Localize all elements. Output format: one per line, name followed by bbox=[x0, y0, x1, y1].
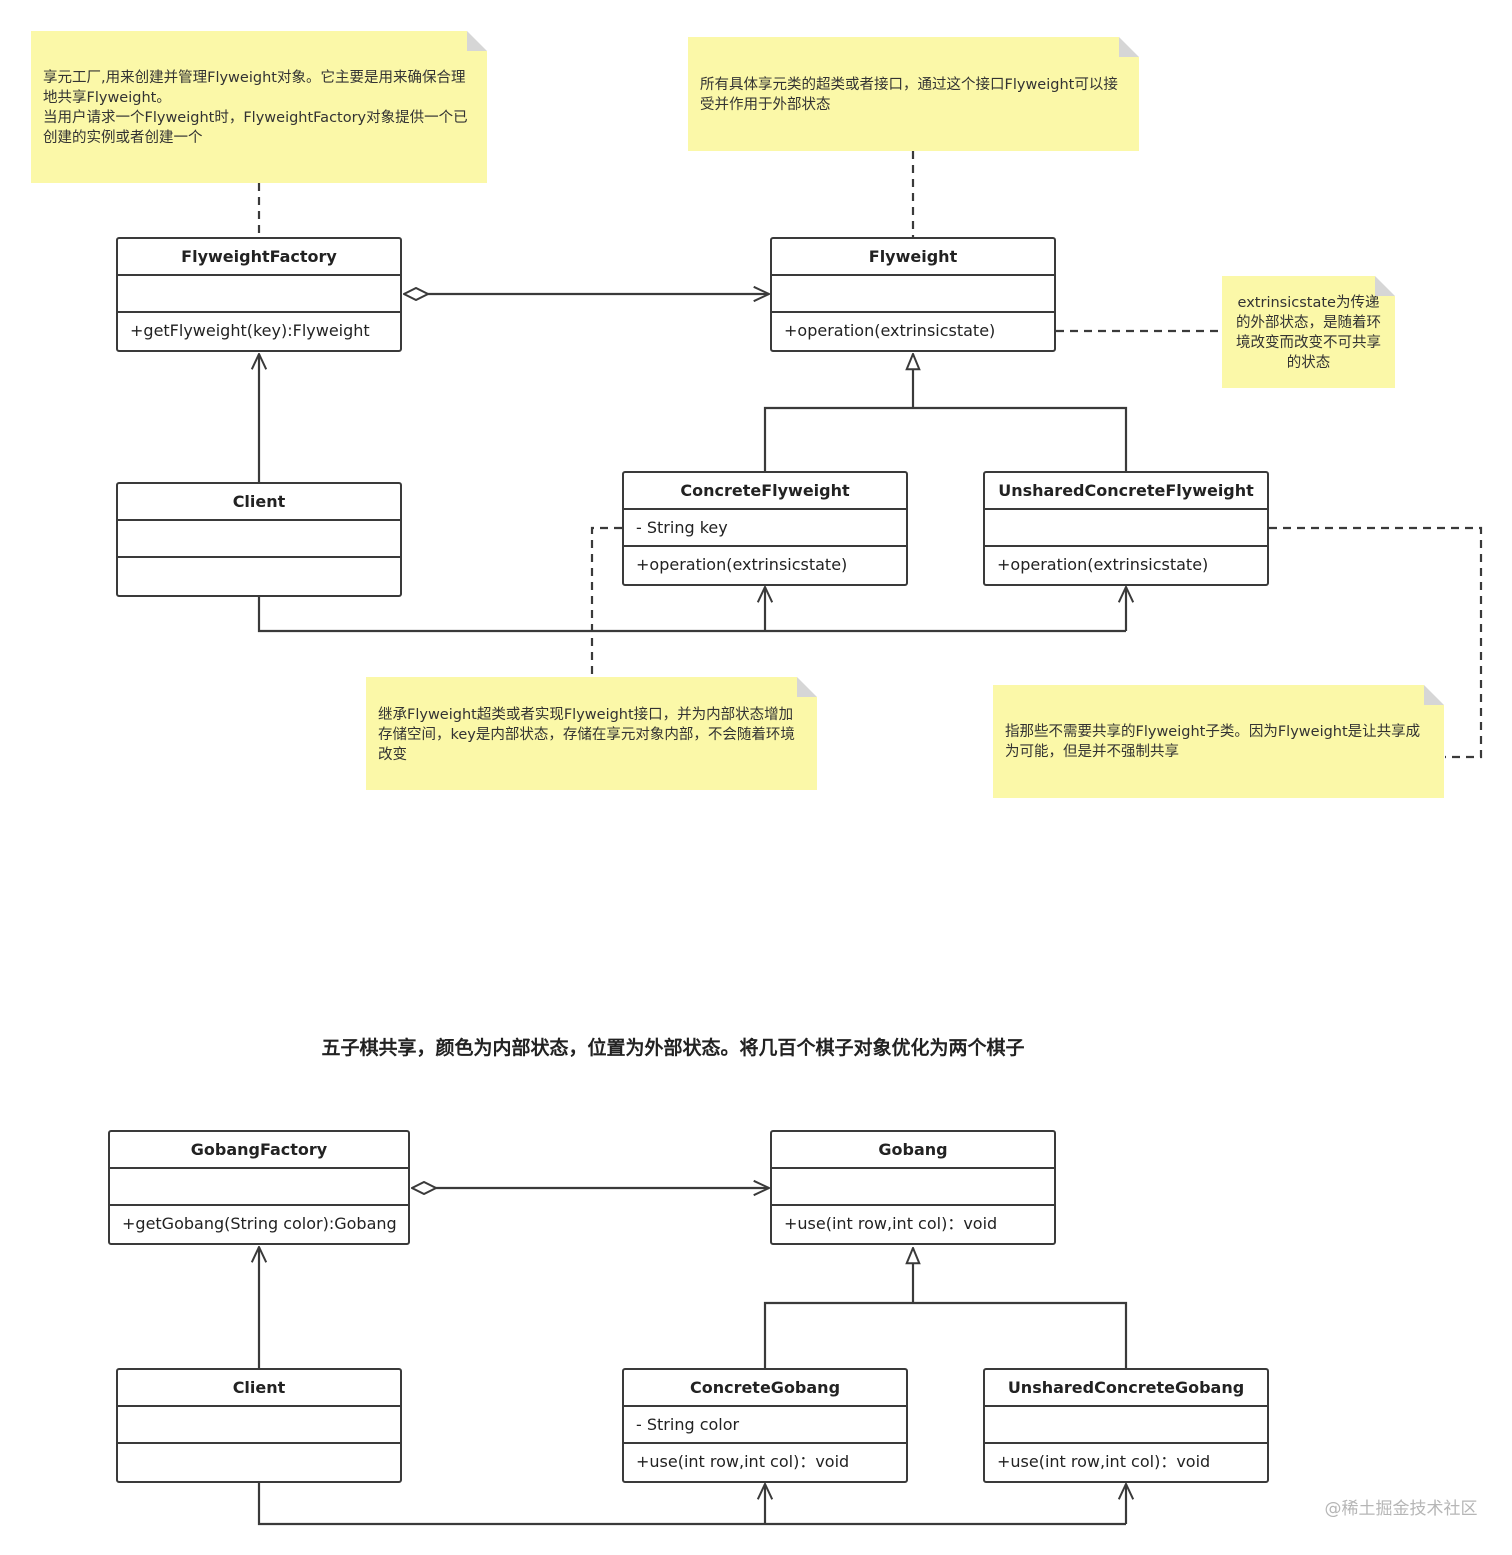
class-methods: +getGobang(String color):Gobang bbox=[122, 1214, 397, 1233]
class-attributes bbox=[985, 1407, 1267, 1444]
class-attributes: - String key bbox=[624, 510, 906, 547]
class-name: Client bbox=[118, 484, 400, 521]
class-methods: +getFlyweight(key):Flyweight bbox=[130, 321, 370, 340]
generalization-branches-2 bbox=[763, 1301, 1128, 1368]
note-concrete-flyweight: 继承Flyweight超类或者实现Flyweight接口，并为内部状态增加存储空… bbox=[366, 677, 817, 790]
section-heading: 五子棋共享，颜色为内部状态，位置为外部状态。将几百个棋子对象优化为两个棋子 bbox=[321, 1037, 1025, 1059]
class-unshared-concrete-gobang[interactable]: UnsharedConcreteGobang +use(int row,int … bbox=[983, 1368, 1269, 1483]
class-methods: +operation(extrinsicstate) bbox=[997, 555, 1209, 574]
class-attributes bbox=[118, 1407, 400, 1444]
note-flyweight-factory: 享元工厂,用来创建并管理Flyweight对象。它主要是用来确保合理地共享Fly… bbox=[31, 31, 487, 183]
note-flyweight: 所有具体享元类的超类或者接口，通过这个接口Flyweight可以接受并作用于外部… bbox=[688, 37, 1139, 151]
class-methods bbox=[118, 558, 400, 595]
class-attributes bbox=[110, 1169, 408, 1206]
class-attributes bbox=[772, 276, 1054, 313]
class-name: Gobang bbox=[772, 1132, 1054, 1169]
class-concrete-flyweight[interactable]: ConcreteFlyweight - String key +operatio… bbox=[622, 471, 908, 586]
note-link-concrete bbox=[590, 526, 622, 677]
watermark: @稀土掘金技术社区 bbox=[1324, 1499, 1478, 1519]
class-attributes bbox=[985, 510, 1267, 547]
class-gobang[interactable]: Gobang +use(int row,int col)：void bbox=[770, 1130, 1056, 1245]
class-unshared-concrete-flyweight[interactable]: UnsharedConcreteFlyweight +operation(ext… bbox=[983, 471, 1269, 586]
class-methods bbox=[118, 1444, 400, 1481]
class-name: FlyweightFactory bbox=[118, 239, 400, 276]
class-name: Flyweight bbox=[772, 239, 1054, 276]
class-name: UnsharedConcreteFlyweight bbox=[985, 473, 1267, 510]
class-attributes bbox=[118, 521, 400, 558]
class-methods: +operation(extrinsicstate) bbox=[636, 555, 848, 574]
class-name: UnsharedConcreteGobang bbox=[985, 1370, 1267, 1407]
generalization-branches bbox=[763, 406, 1128, 471]
class-methods: +operation(extrinsicstate) bbox=[784, 321, 996, 340]
class-attributes bbox=[118, 276, 400, 313]
class-attributes bbox=[772, 1169, 1054, 1206]
note-link-unshared bbox=[1269, 526, 1483, 759]
class-concrete-gobang[interactable]: ConcreteGobang - String color +use(int r… bbox=[622, 1368, 908, 1483]
class-client-gobang[interactable]: Client bbox=[116, 1368, 402, 1483]
note-extrinsicstate: extrinsicstate为传递的外部状态，是随着环境改变而改变不可共享的状态 bbox=[1222, 276, 1395, 388]
class-name: ConcreteGobang bbox=[624, 1370, 906, 1407]
class-name: GobangFactory bbox=[110, 1132, 408, 1169]
class-client[interactable]: Client bbox=[116, 482, 402, 597]
association-client-subclasses bbox=[257, 596, 1126, 633]
class-flyweight-factory[interactable]: FlyweightFactory +getFlyweight(key):Flyw… bbox=[116, 237, 402, 352]
class-gobang-factory[interactable]: GobangFactory +getGobang(String color):G… bbox=[108, 1130, 410, 1245]
class-methods: +use(int row,int col)：void bbox=[636, 1452, 850, 1471]
class-name: Client bbox=[118, 1370, 400, 1407]
class-name: ConcreteFlyweight bbox=[624, 473, 906, 510]
class-methods: +use(int row,int col)：void bbox=[784, 1214, 998, 1233]
class-flyweight[interactable]: Flyweight +operation(extrinsicstate) bbox=[770, 237, 1056, 352]
association-client2-subclasses bbox=[257, 1482, 1126, 1526]
class-methods: +use(int row,int col)：void bbox=[997, 1452, 1211, 1471]
class-attributes: - String color bbox=[624, 1407, 906, 1444]
note-unshared-flyweight: 指那些不需要共享的Flyweight子类。因为Flyweight是让共享成为可能… bbox=[993, 685, 1444, 798]
